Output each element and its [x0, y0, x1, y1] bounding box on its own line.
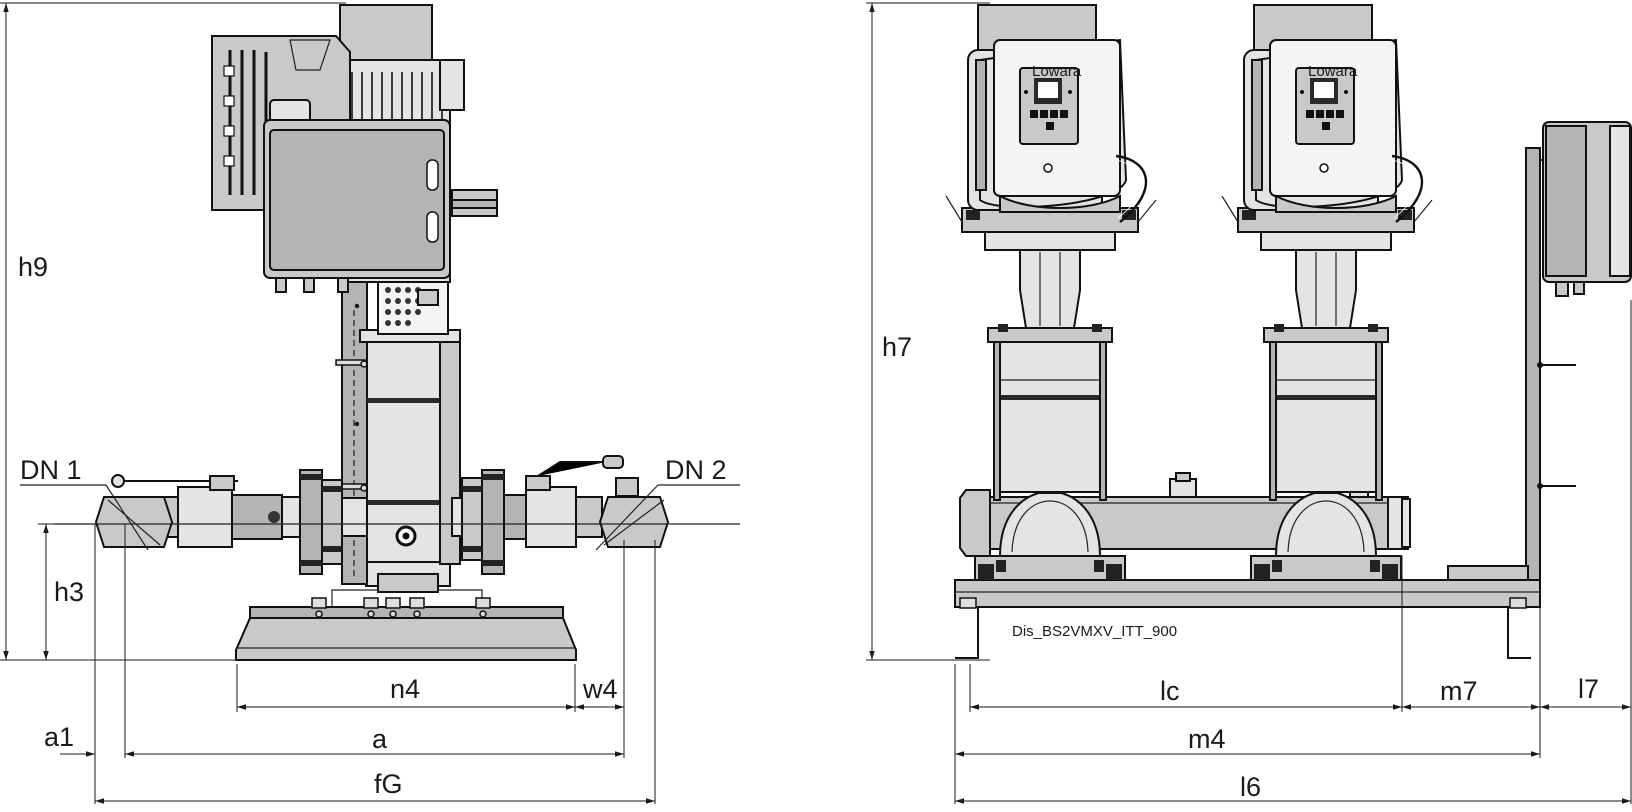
side-view: DN 1 DN 2 — [20, 4, 740, 661]
motor-fan-cover — [339, 4, 433, 66]
base-frame — [954, 579, 1541, 608]
dim-h3: h3 — [54, 577, 84, 607]
dim-l7: l7 — [1578, 674, 1599, 704]
dim-lc: lc — [1160, 676, 1180, 706]
dim-a: a — [372, 724, 388, 754]
front-view: Lowara Dis_BS2VMXV_ITT_900 — [945, 3, 1632, 659]
base-bolts — [311, 597, 491, 618]
pump-unit-2 — [1220, 3, 1434, 582]
side-view-dimensions: h9 h3 n4 w4 a1 a fG — [0, 2, 656, 804]
drawing-id: Dis_BS2VMXV_ITT_900 — [1012, 623, 1177, 640]
inverter-brand-1: Lowara — [1032, 63, 1082, 80]
suction-manifold — [94, 469, 368, 575]
dim-fg: fG — [374, 769, 403, 799]
pump-unit-1: Lowara — [945, 4, 1157, 581]
dim-m4: m4 — [1188, 724, 1226, 754]
foot-left — [955, 608, 979, 659]
dim-l6: l6 — [1240, 772, 1261, 802]
dn1-label: DN 1 — [20, 455, 82, 485]
foot-right — [1507, 608, 1531, 659]
discharge-manifold — [451, 455, 670, 575]
dim-a1: a1 — [44, 722, 74, 752]
dim-h9: h9 — [18, 252, 48, 282]
dim-n4: n4 — [390, 674, 420, 704]
base-plate — [235, 617, 577, 661]
dim-m7: m7 — [1440, 676, 1478, 706]
front-view-dimensions: h7 lc m7 l7 m4 l6 — [866, 2, 1632, 804]
dim-h7: h7 — [882, 332, 912, 362]
dim-w4: w4 — [582, 674, 618, 704]
dn2-label: DN 2 — [665, 455, 727, 485]
